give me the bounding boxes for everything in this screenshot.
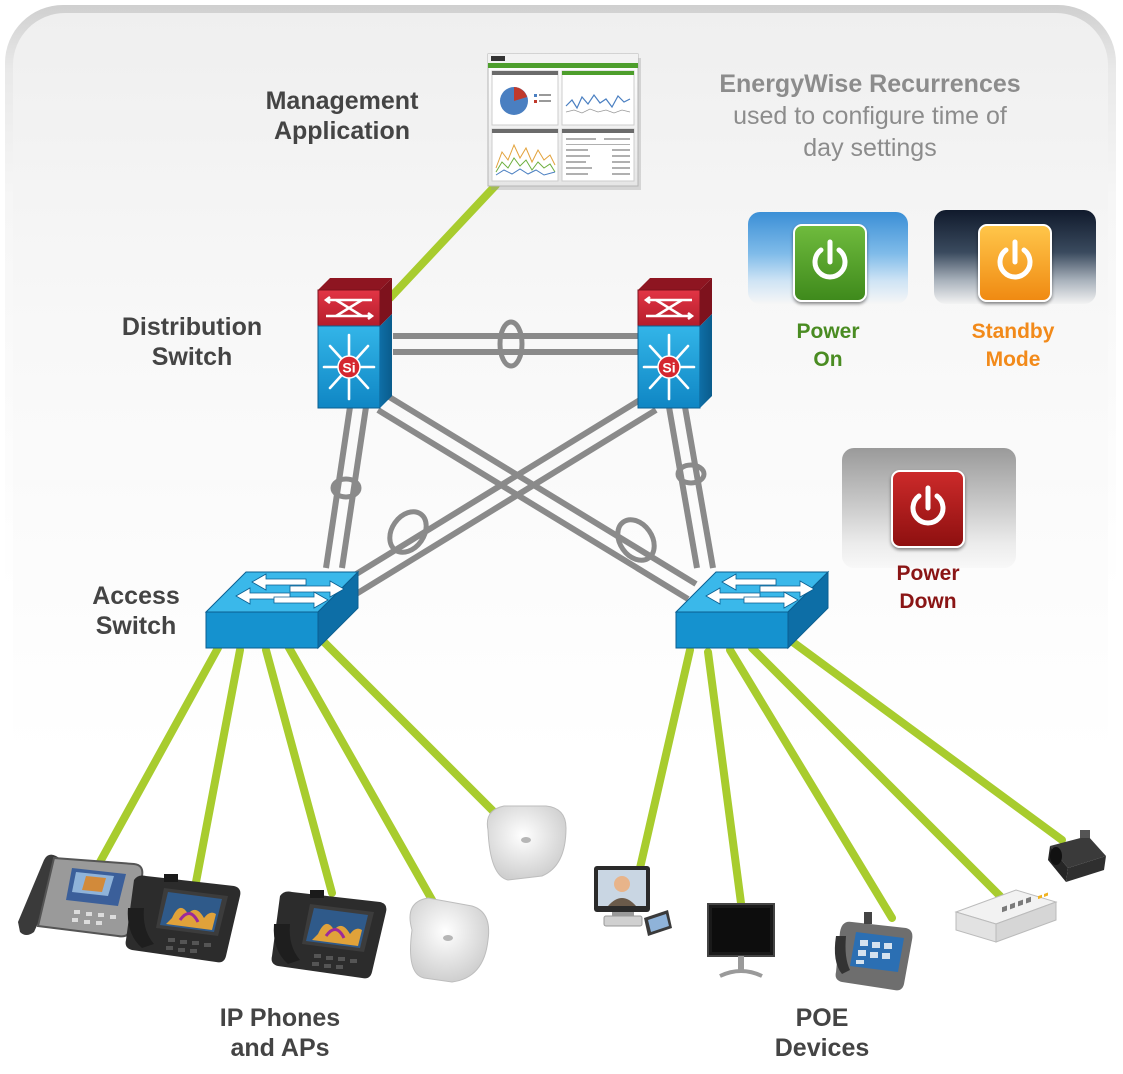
legend-text: EnergyWise Recurrences used to configure…	[660, 68, 1080, 164]
power-down-label: Power Down	[896, 562, 960, 613]
power-icon	[910, 485, 946, 526]
ip-phone-icon	[271, 890, 387, 979]
access-links-right	[636, 636, 1066, 922]
ip-camera-icon	[1048, 830, 1106, 882]
management-app-screenshot	[487, 53, 641, 190]
distribution-switch-left: Si	[317, 278, 392, 409]
power-on-label: Power On	[796, 320, 860, 371]
access-switch-right	[674, 570, 830, 650]
standby-button	[978, 224, 1052, 302]
management-link	[386, 181, 500, 302]
legend-title: EnergyWise Recurrences	[719, 70, 1021, 98]
touch-phone-icon	[834, 912, 913, 991]
power-down-button	[891, 470, 965, 548]
monitor-icon	[707, 903, 775, 978]
si-badge-left: Si	[342, 360, 355, 376]
ip-phone-icon	[125, 874, 241, 963]
access-point-icon	[486, 805, 567, 881]
power-on-button	[793, 224, 867, 302]
standby-mode-label: Standby Mode	[971, 320, 1055, 371]
video-endpoint-icon	[594, 866, 672, 936]
access-point-icon	[409, 897, 490, 983]
access-links-left	[96, 632, 508, 918]
legend-subtitle: used to configure time of day settings	[733, 102, 1007, 162]
ip-phones-and-aps-label: IP Phones and APs	[219, 1004, 341, 1062]
distribution-switch-right: Si	[637, 278, 712, 409]
ip-phone-icon	[18, 854, 144, 938]
access-switch-label: Access Switch	[92, 582, 180, 640]
port-channel-markers	[330, 319, 707, 563]
uplink-bundle	[323, 333, 716, 602]
power-icon	[812, 239, 848, 280]
access-switch-left	[204, 570, 360, 650]
distribution-switch-label: Distribution Switch	[121, 313, 263, 371]
management-application-label: Management Application	[265, 87, 419, 145]
power-icon	[997, 239, 1033, 280]
poe-devices-label: POE Devices	[774, 1004, 870, 1062]
si-badge-right: Si	[662, 360, 675, 376]
compact-switch-icon	[954, 889, 1058, 943]
